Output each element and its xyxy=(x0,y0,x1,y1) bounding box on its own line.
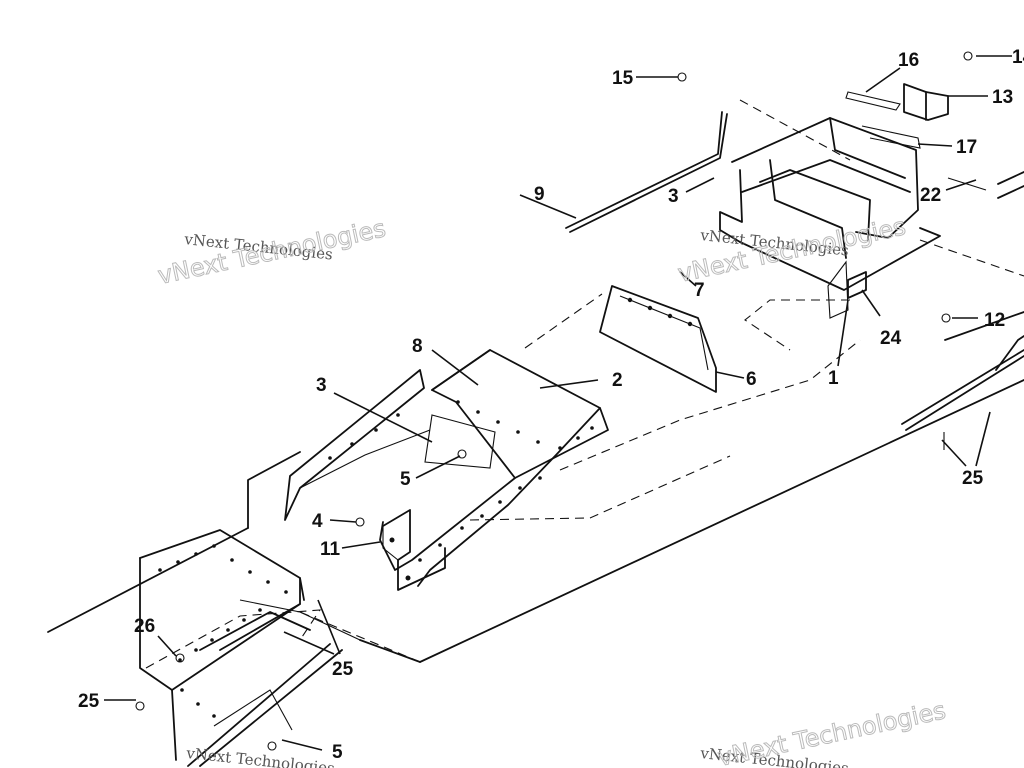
watermarks: vNext Technologies vNext Technologies vN… xyxy=(155,212,949,768)
tail-light xyxy=(845,83,949,149)
side-panel xyxy=(284,369,431,521)
callout-5-mid: 5 xyxy=(400,469,411,490)
callout-16: 16 xyxy=(898,50,919,71)
callout-7: 7 xyxy=(694,280,705,301)
callout-9: 9 xyxy=(534,184,545,205)
callout-14: 14 xyxy=(1012,47,1024,68)
bracket xyxy=(382,509,446,591)
callout-13: 13 xyxy=(992,87,1013,108)
callout-25-mid: 25 xyxy=(332,659,354,680)
callout-8: 8 xyxy=(412,336,423,357)
callout-labels: 15 16 14 13 17 22 9 3 7 12 24 1 6 2 8 3 … xyxy=(78,47,1024,763)
callout-4: 4 xyxy=(312,511,323,532)
callout-1: 1 xyxy=(828,368,839,389)
callout-24: 24 xyxy=(880,328,902,349)
hardware xyxy=(135,51,987,751)
snow-flap xyxy=(599,285,717,393)
panel-mounting-holes xyxy=(418,400,594,562)
callout-26: 26 xyxy=(134,616,155,637)
callout-25-right: 25 xyxy=(962,468,984,489)
callout-17: 17 xyxy=(956,137,977,158)
callout-3-top: 3 xyxy=(668,186,679,207)
watermark-center-outline: vNext Technologies xyxy=(675,212,908,288)
front-section-holes xyxy=(158,544,288,718)
leader-lines xyxy=(104,55,1012,751)
callout-25-left: 25 xyxy=(78,691,100,712)
callout-22: 22 xyxy=(920,185,941,206)
callout-15: 15 xyxy=(612,68,634,89)
callout-2: 2 xyxy=(612,370,623,391)
callout-5-bottom: 5 xyxy=(332,742,343,763)
side-rail xyxy=(901,171,1024,431)
rear-rack xyxy=(719,117,941,319)
seat-base-panel xyxy=(379,349,609,587)
watermark-left-outline: vNext Technologies xyxy=(155,214,388,290)
callout-12: 12 xyxy=(984,310,1005,331)
callout-6: 6 xyxy=(746,369,757,390)
front-tunnel-section xyxy=(139,529,343,767)
support-rod xyxy=(565,111,728,233)
callout-3-mid: 3 xyxy=(316,375,327,396)
callout-11: 11 xyxy=(320,539,341,560)
